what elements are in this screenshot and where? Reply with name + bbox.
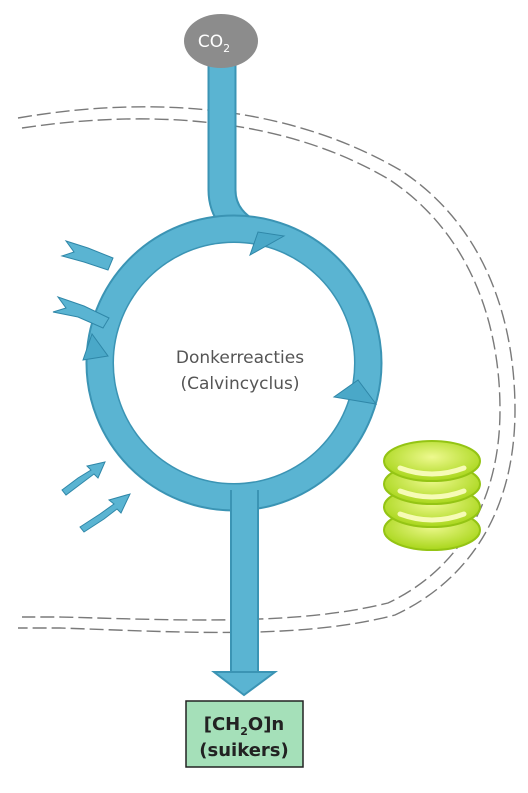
product-outflow-arrow bbox=[214, 490, 275, 695]
cycle-subtitle: (Calvincyclus) bbox=[181, 374, 300, 394]
product-formula-subscript: 2 bbox=[240, 725, 248, 738]
co2-label: CO bbox=[198, 32, 223, 52]
product-name: (suikers) bbox=[199, 740, 288, 761]
co2-inflow-arrow bbox=[222, 55, 260, 238]
product-formula-part1: [CH bbox=[204, 714, 241, 735]
co2-subscript: 2 bbox=[223, 42, 230, 55]
cycle-title: Donkerreacties bbox=[176, 348, 304, 368]
thylakoid-stack-icon bbox=[384, 441, 480, 550]
product-box: [CH2O]n (suikers) bbox=[186, 701, 303, 767]
co2-badge: CO2 bbox=[184, 14, 258, 68]
product-formula-part2: O]n bbox=[248, 714, 284, 735]
